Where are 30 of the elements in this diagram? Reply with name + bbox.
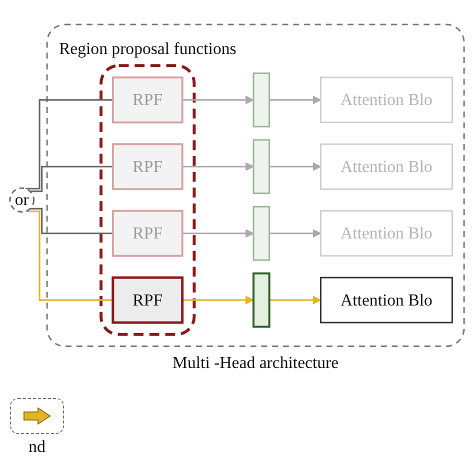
- node-box: RPF: [112, 276, 184, 324]
- legend-text: nd: [28, 437, 46, 457]
- node-bar: [252, 206, 270, 261]
- cluster: [100, 64, 196, 336]
- arrow: [182, 296, 254, 304]
- node-bar: [252, 139, 270, 194]
- arrow: [182, 162, 254, 171]
- node-circle: or: [9, 187, 35, 213]
- connector: [30, 208, 113, 234]
- connector: [30, 166, 113, 192]
- arrow: [269, 229, 322, 238]
- arrow: [182, 229, 254, 238]
- connector: [25, 99, 113, 190]
- node-label: Multi -Head architecture: [172, 353, 339, 372]
- arrow: [269, 162, 322, 171]
- arrow: [269, 296, 322, 304]
- node-box: RPF: [112, 143, 184, 190]
- node-box: RPF: [112, 210, 184, 257]
- node-box: Attention Blo: [320, 143, 453, 190]
- node-bar: [252, 272, 270, 328]
- node-box: RPF: [112, 76, 184, 124]
- node-bar: [252, 72, 270, 128]
- node-label: Region proposal functions: [58, 39, 236, 58]
- node-box: Attention Blo: [320, 276, 453, 324]
- cluster: [46, 24, 465, 348]
- node-box: Attention Blo: [320, 210, 453, 257]
- connector: [25, 210, 113, 301]
- arrow: [182, 96, 254, 104]
- node-box: Attention Blo: [320, 76, 453, 124]
- arrow: [269, 96, 322, 104]
